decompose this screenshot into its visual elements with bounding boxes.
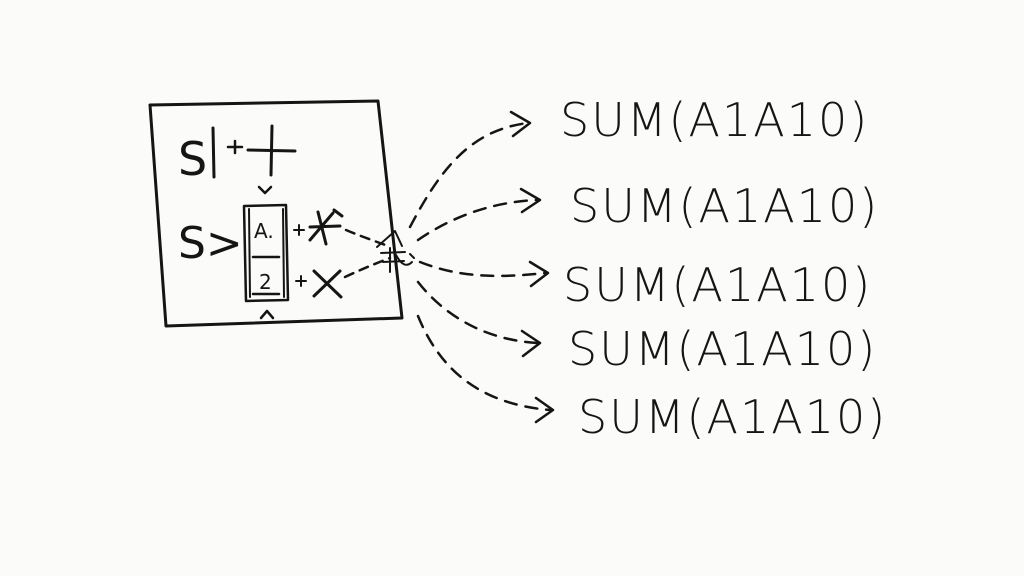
formula-5: SUM(A1A10): [578, 390, 888, 444]
row2-small-plus-top: [293, 224, 305, 236]
arrow-1: [408, 121, 530, 229]
arrow-3: [418, 260, 547, 278]
arrowhead-1-icon: [509, 110, 532, 138]
arrowhead-5-icon: [534, 396, 555, 424]
stack-bottom-label: 2: [259, 270, 272, 294]
stack-inner-right: [282, 208, 285, 298]
asterisk-mark-icon: [308, 208, 344, 246]
connector-top: [344, 228, 390, 248]
formula-1: SUM(A1A10): [560, 93, 870, 147]
caret-up-icon: [259, 309, 275, 320]
arrowhead-4-icon: [520, 329, 542, 358]
arrowhead-3-icon: [528, 260, 550, 288]
arrowhead-2-icon: [519, 187, 542, 214]
row2-small-plus-bottom: [295, 275, 307, 287]
connector-bottom: [343, 256, 392, 279]
sketch-box: [148, 99, 404, 328]
caret-down-icon: [257, 185, 273, 195]
arrow-2: [416, 198, 539, 242]
arrow-4: [416, 280, 539, 345]
formula-3: SUM(A1A10): [563, 258, 873, 312]
formula-2: SUM(A1A10): [570, 179, 880, 233]
row1-cursor-bar: [211, 126, 216, 179]
stack-top-label: A.: [254, 219, 274, 243]
stack-inner-left: [248, 208, 251, 298]
stack-cell: [242, 203, 290, 303]
row1-small-plus: [226, 139, 244, 155]
cross-mark-icon: [312, 269, 343, 299]
row1-plus: [246, 124, 297, 177]
formula-4: SUM(A1A10): [568, 322, 878, 376]
row2-prefix: S>: [178, 218, 243, 269]
arrow-fan: [408, 110, 555, 424]
row1-prefix: S: [178, 132, 207, 186]
arrow-5: [416, 314, 552, 412]
junction-scribble-icon: [376, 230, 415, 273]
